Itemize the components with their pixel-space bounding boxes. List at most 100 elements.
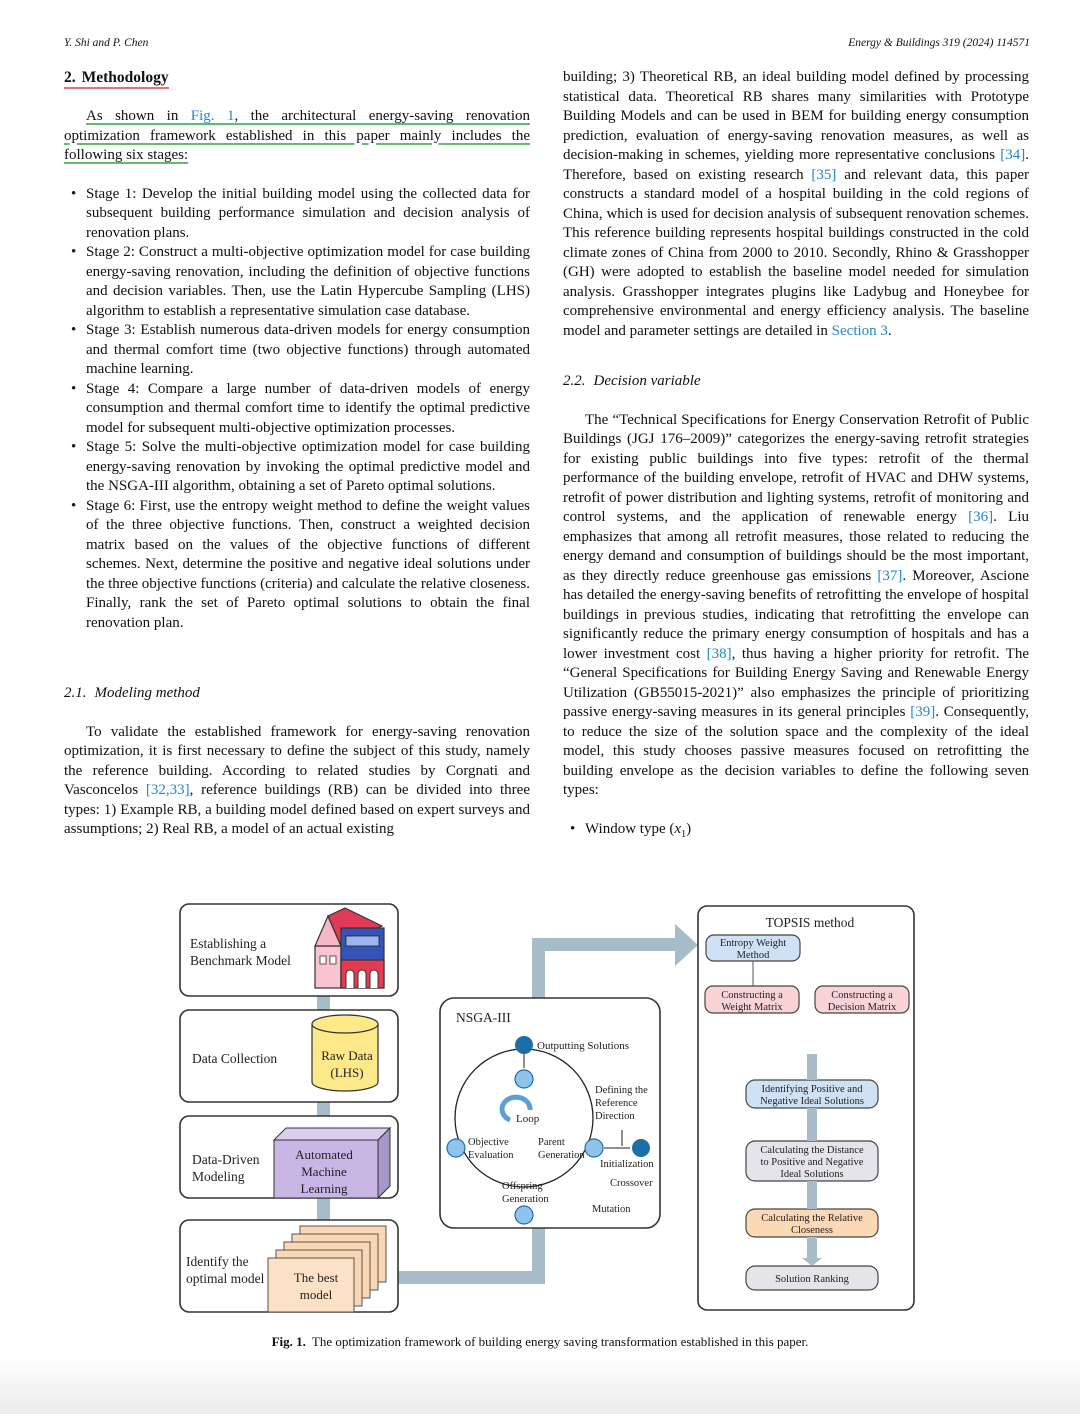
decision-matrix-box (814, 985, 910, 1014)
bullet-text: Window type ( (585, 820, 675, 837)
raw-data-label: (LHS) (330, 1065, 363, 1080)
stage-item: Stage 1: Develop the initial building mo… (64, 185, 530, 244)
parent-node (584, 1138, 604, 1158)
optimal-model-stage: Identify the optimal model The best mode… (179, 1219, 399, 1313)
section-number: 2. (64, 69, 76, 86)
bullet-text: ) (686, 820, 692, 837)
left-column: 2. Methodology As shown in Fig. 1, the ar… (64, 68, 530, 840)
ref-37-link[interactable]: [37] (877, 567, 903, 584)
ideal-label: Identifying Positive and (762, 1084, 864, 1095)
intro-text-end: , the architectural energy-saving renova… (64, 108, 530, 163)
topsis-title: TOPSIS method (766, 915, 855, 930)
identify-label: Identify the (186, 1254, 249, 1269)
identify-label: optimal model (186, 1271, 265, 1286)
fig1-link[interactable]: Fig. 1 (190, 108, 235, 124)
initialization-node (632, 1139, 650, 1157)
distance-label: Calculating the Distance (760, 1145, 864, 1156)
data-driven-label: Data-Driven (192, 1152, 260, 1167)
section-heading: 2. Methodology (64, 68, 169, 89)
offspring-label: Offspring (502, 1181, 543, 1192)
ref-36-link[interactable]: [36] (968, 509, 994, 525)
subsection-title: Modeling method (94, 685, 200, 701)
dv-text: . Consequently, to reduce the size of th… (563, 704, 1029, 798)
framework-figure: Establishing a Benchmark Model Data Coll… (179, 903, 915, 1313)
entropy-label: Entropy Weight (720, 938, 786, 949)
benchmark-label: Establishing a (190, 936, 266, 951)
connector-horizontal (398, 1271, 538, 1284)
stage-item: Stage 5: Solve the multi-objective optim… (64, 438, 530, 497)
evaluation-node (446, 1138, 466, 1158)
offspring-label: Generation (502, 1194, 549, 1205)
subsection-number: 2.1. (64, 685, 87, 701)
connector-vertical (317, 994, 330, 1012)
caption-text: The optimization framework of building e… (311, 1334, 809, 1349)
parent-label: Parent (538, 1137, 565, 1148)
rb-text: building; 3) Theoretical RB, an ideal bu… (563, 69, 1029, 163)
subsection-heading-2-1: 2.1. Modeling method (64, 684, 530, 704)
loop-node (514, 1069, 534, 1089)
stage-item: Stage 4: Compare a large number of data-… (64, 380, 530, 439)
figure-caption: Fig. 1. The optimization framework of bui… (0, 1334, 1080, 1350)
stage-item: Stage 3: Establish numerous data-driven … (64, 321, 530, 380)
subsection-title: Decision variable (593, 373, 701, 389)
distance-label: to Positive and Negative (761, 1157, 864, 1168)
closeness-label: Closeness (791, 1225, 833, 1236)
rb-text: . (887, 322, 892, 339)
data-driven-label: Modeling (192, 1169, 245, 1184)
objective-label: Objective (468, 1137, 509, 1148)
rb-text: . Therefore, based on existing research (563, 147, 1029, 183)
reference-building-paragraph: building; 3) Theoretical RB, an ideal bu… (563, 68, 1029, 341)
right-column: building; 3) Theoretical RB, an ideal bu… (563, 68, 1029, 844)
caption-label: Fig. 1. (271, 1334, 306, 1349)
dv-text: . Moreover, Ascione has detailed the ene… (563, 567, 1029, 662)
section-title: Methodology (81, 69, 169, 86)
benchmark-label: Benchmark Model (190, 953, 291, 968)
topsis-panel: TOPSIS method Entropy Weight Method Cons… (697, 905, 915, 1311)
ideal-label: Negative Ideal Solutions (760, 1096, 864, 1107)
defining-label: Reference (595, 1098, 638, 1109)
weight-matrix-label: Weight Matrix (721, 1002, 783, 1013)
window-type-bullet: Window type (x1) (563, 820, 1029, 845)
section-3-link[interactable]: Section 3 (831, 322, 888, 339)
stage-list: Stage 1: Develop the initial building mo… (64, 185, 530, 634)
distance-label: Ideal Solutions (780, 1169, 843, 1180)
nsga-panel: NSGA-III Outputting Solutions Defining t… (439, 997, 661, 1229)
weight-matrix-box (704, 985, 800, 1014)
loop-label: Loop (516, 1113, 540, 1125)
connector-vertical (317, 1196, 330, 1222)
objective-label: Evaluation (468, 1150, 514, 1161)
modeling-text: , reference buildings (RB) can be divide… (64, 782, 530, 837)
weight-matrix-label: Constructing a (721, 990, 783, 1001)
modeling-paragraph: To validate the established framework fo… (64, 723, 530, 840)
data-collection-stage: Data Collection Raw Data (LHS) (179, 1009, 399, 1103)
ref-39-link[interactable]: [39] (910, 704, 936, 720)
stage-item: Stage 2: Construct a multi-objective opt… (64, 243, 530, 321)
closeness-label: Calculating the Relative (761, 1213, 863, 1224)
dv-text: . Liu emphasizes that among all retrofit… (563, 509, 1029, 584)
intro-paragraph: As shown in Fig. 1, the architectural en… (64, 107, 530, 166)
defining-label: Defining the (595, 1085, 648, 1096)
variable-x: x (674, 820, 682, 837)
decision-matrix-label: Decision Matrix (828, 1002, 897, 1013)
stage-item: Stage 6: First, use the entropy weight m… (64, 497, 530, 634)
crossover-label: Crossover (610, 1178, 653, 1189)
topsis-flow-connectors (802, 1054, 822, 1266)
best-model-label: model (300, 1287, 333, 1302)
ref-35-link[interactable]: [35] (811, 166, 837, 183)
ref-32-33-link[interactable]: [32,33] (145, 782, 190, 798)
ranking-label: Solution Ranking (775, 1274, 850, 1285)
data-collection-label: Data Collection (192, 1051, 277, 1066)
database-cylinder-icon (311, 1014, 379, 1092)
page-bottom-shade (0, 1354, 1080, 1414)
rb-text: and relevant data, this paper constructs… (563, 166, 1029, 339)
initialization-label: Initialization (600, 1159, 654, 1170)
automl-label: Learning (301, 1181, 348, 1196)
parent-label: Generation (538, 1150, 585, 1161)
ref-38-link[interactable]: [38] (706, 645, 732, 662)
decision-matrix-label: Constructing a (831, 990, 893, 1001)
intro-text-start: As shown in (86, 108, 191, 124)
ref-34-link[interactable]: [34] (1000, 147, 1026, 163)
best-model-label: The best (294, 1270, 339, 1285)
variable-subscript: 1 (681, 828, 687, 840)
automl-label: Automated (295, 1147, 353, 1162)
